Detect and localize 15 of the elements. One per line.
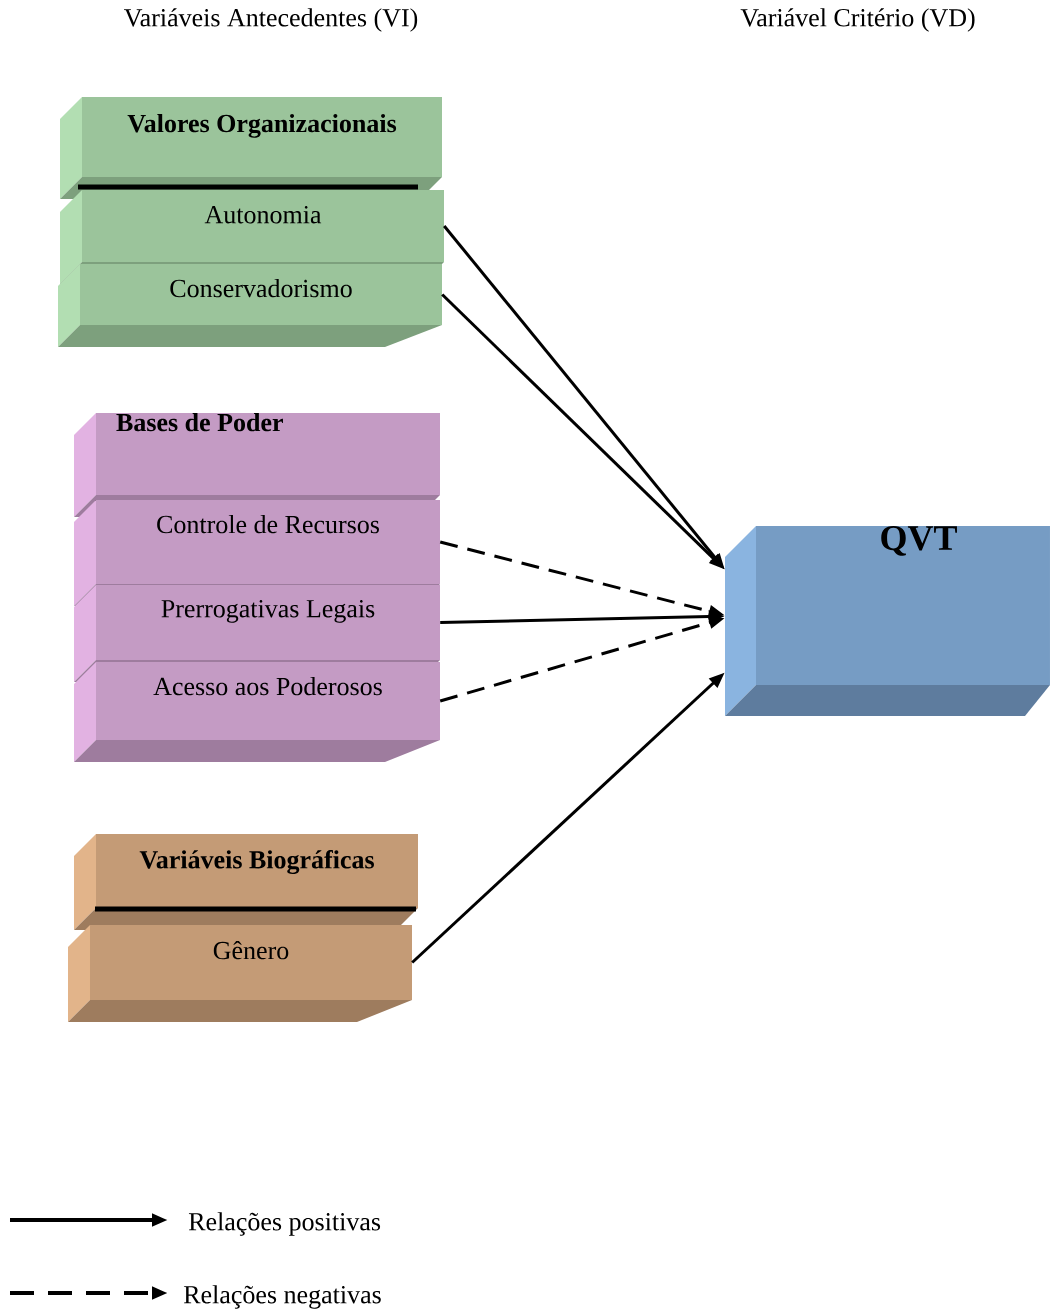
box: Acesso aos Poderosos [74,662,440,762]
box: Gênero [68,925,412,1022]
node-label: Variáveis Biográficas [139,850,374,875]
box: Conservadorismo [58,264,442,347]
column-heading: Variáveis Antecedentes (VI) [124,8,418,32]
node-label: Bases de Poder [116,413,283,432]
box: QVT [725,526,1050,716]
column-heading: Variável Critério (VD) [740,8,975,32]
node-label: Valores Organizacionais [127,114,397,138]
box: Valores Organizacionais [60,97,442,199]
node-label: Autonomia [204,205,322,224]
box: Variáveis Biográficas [74,834,418,930]
node-label: Controle de Recursos [157,515,379,534]
legend-text: Relações positivas [188,1212,381,1236]
legend-text: Relações negativas [183,1285,381,1309]
